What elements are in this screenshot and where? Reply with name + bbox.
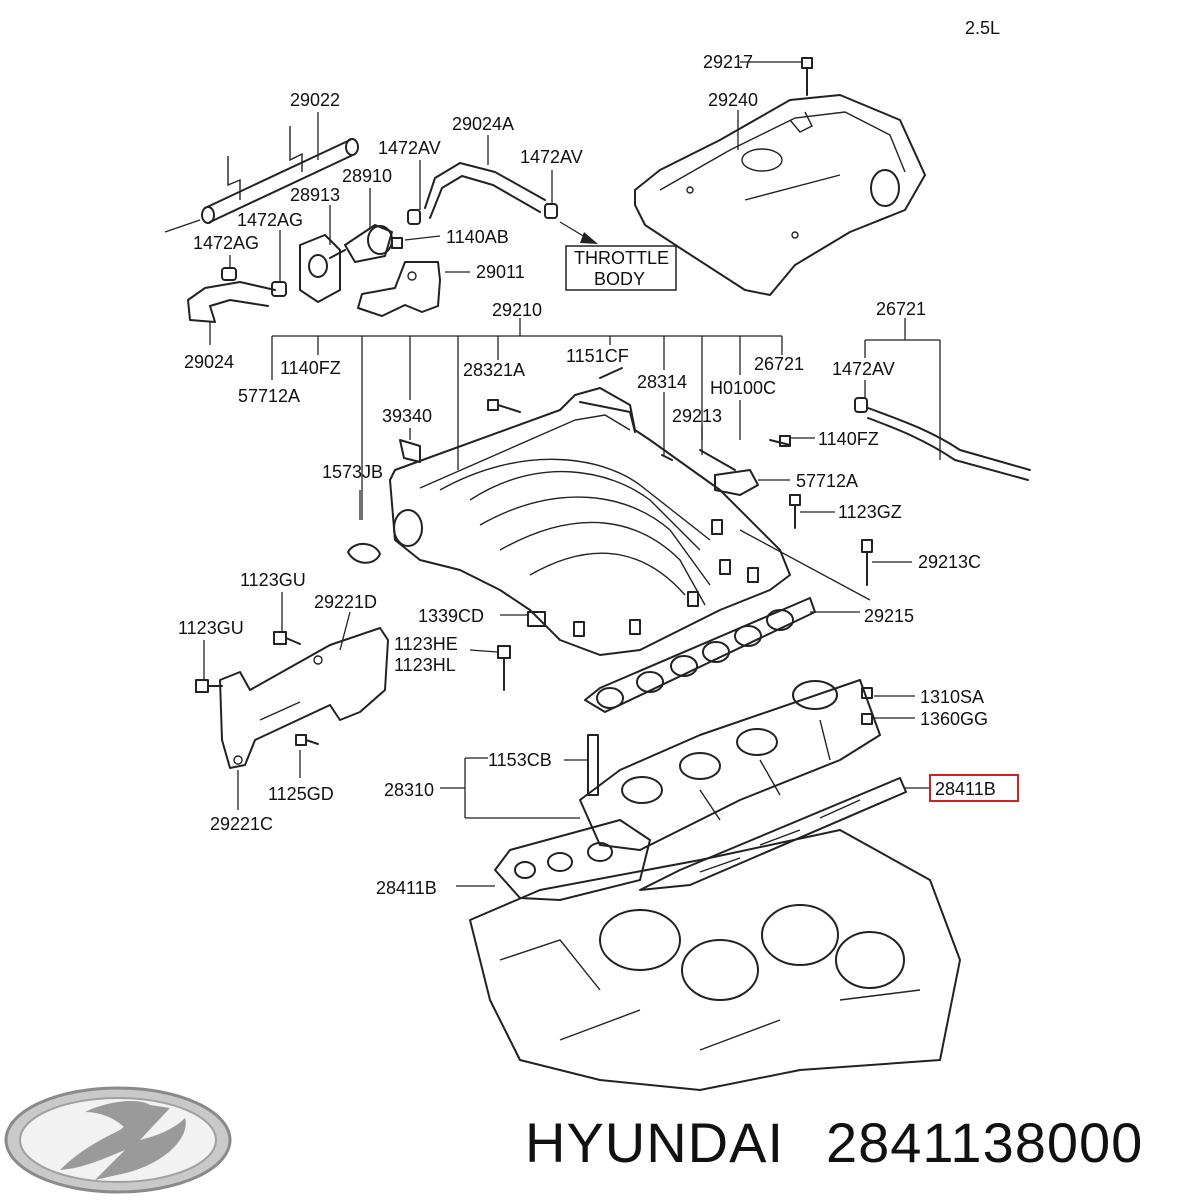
label-1472AG-a: 1472AG bbox=[237, 210, 303, 230]
label-1339CD: 1339CD bbox=[418, 606, 484, 626]
highlight-box bbox=[929, 774, 1019, 802]
label-28411B: 28411B bbox=[376, 878, 437, 898]
label-29213C: 29213C bbox=[918, 552, 981, 572]
label-1151CF: 1151CF bbox=[566, 346, 629, 366]
label-29215: 29215 bbox=[864, 606, 914, 626]
lower-manifold-28310-drawing bbox=[579, 679, 881, 851]
label-1472AG-b: 1472AG bbox=[193, 233, 259, 253]
engine-cover-drawing bbox=[634, 94, 926, 296]
label-1310SA: 1310SA bbox=[920, 687, 984, 707]
bolt-29217-drawing bbox=[801, 57, 813, 96]
label-28411B-highlight: 28411B bbox=[935, 779, 996, 799]
label-28314: 28314 bbox=[637, 372, 687, 392]
label-1125GD: 1125GD bbox=[268, 784, 334, 804]
leader-lines bbox=[164, 61, 941, 887]
hose-29024A-drawing bbox=[407, 162, 558, 225]
label-57712A-b: 57712A bbox=[796, 471, 858, 491]
label-1123GU-b: 1123GU bbox=[178, 618, 244, 638]
label-1123HE: 1123HE bbox=[394, 634, 458, 654]
solenoid-28913-drawing bbox=[299, 234, 341, 303]
bracket-29011-drawing bbox=[357, 237, 441, 317]
label-29221C: 29221C bbox=[210, 814, 273, 834]
vacuum-pipe-29022-drawing bbox=[201, 126, 359, 224]
label-1573JB: 1573JB bbox=[322, 462, 383, 482]
gasket-28411B-drawing bbox=[639, 777, 907, 891]
engine-block-drawing bbox=[469, 829, 961, 1091]
intake-manifold-drawing bbox=[389, 387, 791, 656]
label-29024A: 29024A bbox=[452, 114, 514, 134]
footer-brand: HYUNDAI bbox=[525, 1111, 784, 1174]
label-1123GU-a: 1123GU bbox=[240, 570, 306, 590]
footer-part-number: 2841138000 bbox=[826, 1111, 1143, 1174]
label-28913: 28913 bbox=[290, 185, 340, 205]
bracket-29221-drawing bbox=[195, 627, 389, 769]
variant-label: 2.5L bbox=[965, 18, 1000, 38]
gasket-29215-drawing bbox=[584, 597, 816, 713]
label-1123HL: 1123HL bbox=[394, 655, 456, 675]
throttle-body-callout bbox=[559, 221, 677, 291]
label-29024: 29024 bbox=[184, 352, 234, 372]
hyundai-logo-icon bbox=[4, 1086, 232, 1194]
label-1472AV-a: 1472AV bbox=[378, 138, 441, 158]
breather-hose-26721-drawing bbox=[854, 397, 1031, 481]
label-1140AB: 1140AB bbox=[446, 227, 509, 247]
label-1140FZ-a: 1140FZ bbox=[280, 358, 341, 378]
part-labels: 2.5L 29217 29240 29022 29024A 1472AV 147… bbox=[178, 18, 1019, 898]
throttle-body-line2: BODY bbox=[594, 269, 645, 289]
label-28321A: 28321A bbox=[463, 360, 525, 380]
label-29213: 29213 bbox=[672, 406, 722, 426]
manifold-fasteners-drawing bbox=[347, 367, 873, 691]
throttle-body-line1: THROTTLE bbox=[574, 248, 669, 268]
gasket-28411B-lower-drawing bbox=[494, 819, 651, 901]
label-29240: 29240 bbox=[708, 90, 758, 110]
label-57712A-a: 57712A bbox=[238, 386, 300, 406]
label-39340: 39340 bbox=[382, 406, 432, 426]
label-H0100C: H0100C bbox=[710, 378, 776, 398]
hose-29024-drawing bbox=[187, 267, 287, 323]
label-1140FZ-b: 1140FZ bbox=[818, 429, 879, 449]
label-29217: 29217 bbox=[703, 52, 753, 72]
label-28310: 28310 bbox=[384, 780, 434, 800]
label-29011: 29011 bbox=[476, 262, 525, 282]
label-29210: 29210 bbox=[492, 300, 542, 320]
label-29022: 29022 bbox=[290, 90, 340, 110]
label-1472AV-c: 1472AV bbox=[832, 359, 895, 379]
label-1472AV-b: 1472AV bbox=[520, 147, 583, 167]
label-26721-b: 26721 bbox=[754, 354, 804, 374]
label-28910: 28910 bbox=[342, 166, 392, 186]
label-1153CB: 1153CB bbox=[488, 750, 552, 770]
label-1123GZ: 1123GZ bbox=[838, 502, 902, 522]
label-26721-a: 26721 bbox=[876, 299, 926, 319]
label-1360GG: 1360GG bbox=[920, 709, 988, 729]
label-29221D: 29221D bbox=[314, 592, 377, 612]
